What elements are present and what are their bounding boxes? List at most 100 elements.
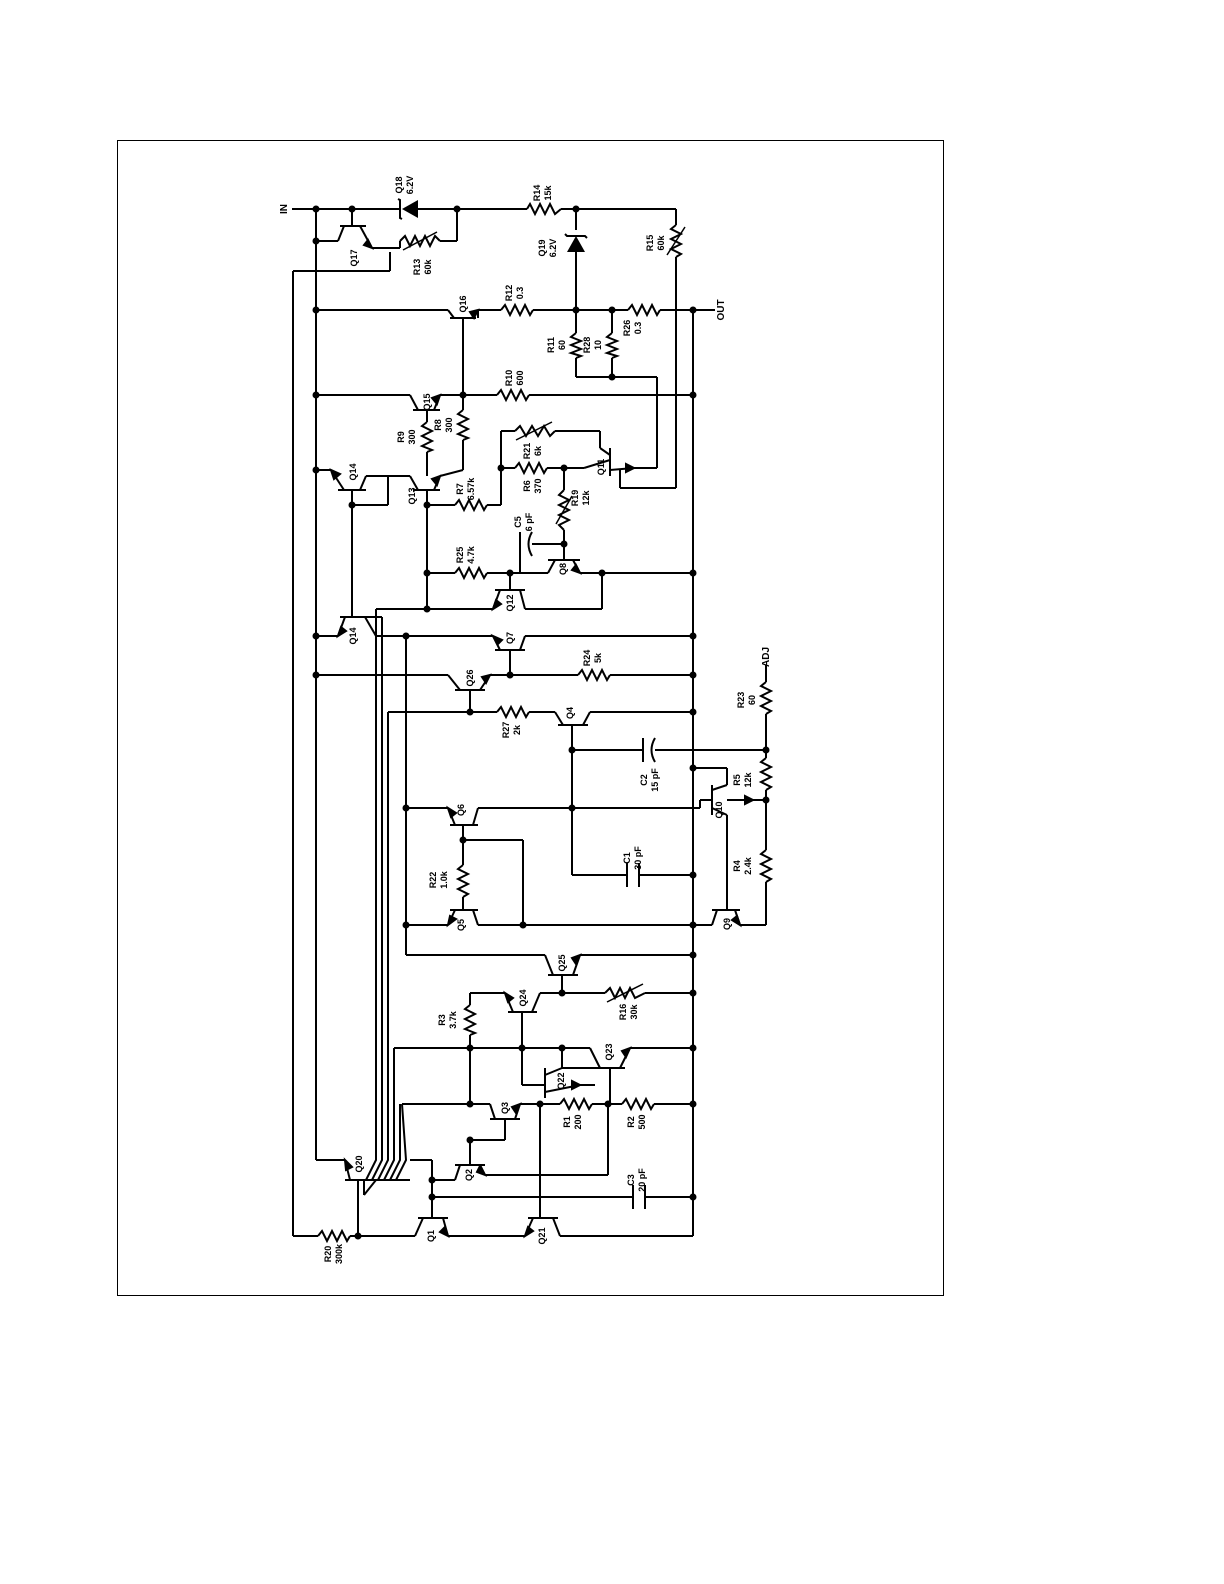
label-r21: R21 xyxy=(522,443,532,460)
transistor-q4 xyxy=(554,711,591,726)
transistor-q14-upper xyxy=(329,468,367,491)
label-q2: Q2 xyxy=(464,1169,474,1181)
value-r8: 300 xyxy=(444,417,454,432)
transistor-q22 xyxy=(544,1067,583,1098)
value-r16: 30k xyxy=(629,1004,639,1020)
value-r2: 500 xyxy=(637,1114,647,1129)
label-q8: Q8 xyxy=(558,563,568,575)
label-c2: C2 xyxy=(639,774,649,786)
value-r20: 300k xyxy=(334,1243,344,1264)
label-r11: R11 xyxy=(546,337,556,353)
resistor-r9 xyxy=(419,421,435,453)
resistor-r8 xyxy=(455,409,471,441)
resistor-r23 xyxy=(758,681,774,715)
transistor-q10 xyxy=(711,784,756,816)
transistor-q26 xyxy=(447,673,492,691)
label-r7: R7 xyxy=(455,483,465,495)
label-q5: Q5 xyxy=(456,919,466,931)
label-r23: R23 xyxy=(736,692,746,709)
resistor-r7 xyxy=(454,497,488,513)
label-q3: Q3 xyxy=(500,1102,510,1114)
pin-in-label: IN xyxy=(279,204,290,214)
transistor-q15 xyxy=(409,393,442,411)
label-r13: R13 xyxy=(412,259,422,276)
transistor-q25 xyxy=(544,953,582,976)
value-r5: 12k xyxy=(743,772,753,788)
transistor-q1 xyxy=(414,1217,450,1238)
transistor-q11 xyxy=(583,447,637,476)
label-r22: R22 xyxy=(428,872,438,889)
transistor-q14-lower xyxy=(336,616,377,639)
label-q19: Q19 xyxy=(537,239,547,256)
label-r6: R6 xyxy=(522,480,532,492)
pin-adj-label: ADJ xyxy=(761,647,772,667)
resistor-r19 xyxy=(556,489,572,531)
resistor-r27 xyxy=(496,704,530,720)
label-q11: Q11 xyxy=(596,459,606,476)
resistor-r10 xyxy=(496,387,530,403)
transistor-q21 xyxy=(523,1217,561,1239)
resistor-r5 xyxy=(758,757,774,791)
component-labels: Q17 Q16 Q15 Q14 Q13 Q11 Q8 Q12 Q14 Q7 Q2… xyxy=(323,176,757,1264)
value-r19: 12k xyxy=(581,490,591,506)
label-q7: Q7 xyxy=(505,632,515,644)
value-r22: 1.0k xyxy=(439,870,449,889)
transistor-q16 xyxy=(447,308,480,332)
transistor-q23 xyxy=(589,1046,632,1069)
pin-out-label: OUT xyxy=(716,299,727,320)
label-r25: R25 xyxy=(455,547,465,564)
label-r20: R20 xyxy=(323,1246,333,1263)
label-q12: Q12 xyxy=(505,594,515,611)
label-q25: Q25 xyxy=(557,954,567,971)
resistor-r24 xyxy=(577,667,611,683)
value-r24: 5k xyxy=(593,652,603,663)
label-r2: R2 xyxy=(626,1116,636,1128)
resistor-r16 xyxy=(604,985,646,1001)
label-q23: Q23 xyxy=(604,1043,614,1060)
label-r19: R19 xyxy=(570,490,580,507)
label-r5: R5 xyxy=(732,774,742,786)
value-q19: 6.2V xyxy=(548,239,558,258)
value-r1: 200 xyxy=(573,1114,583,1129)
label-c5: C5 xyxy=(513,516,523,528)
value-c5: 6 pF xyxy=(524,512,534,531)
zener-q19 xyxy=(564,233,588,252)
label-q10: Q10 xyxy=(714,801,724,818)
label-r10: R10 xyxy=(504,370,514,387)
value-c1: 30 pF xyxy=(633,846,643,870)
label-r4: R4 xyxy=(732,860,742,872)
transistor-q17 xyxy=(337,225,375,250)
value-r27: 2k xyxy=(512,724,522,735)
label-r16: R16 xyxy=(618,1004,628,1021)
value-r12: 0.3 xyxy=(515,287,525,300)
transistor-q6 xyxy=(446,805,479,826)
label-q22: Q22 xyxy=(556,1072,566,1089)
label-r14: R14 xyxy=(532,185,542,202)
resistor-r25 xyxy=(454,565,488,581)
zener-q18 xyxy=(397,198,418,220)
value-r9: 300 xyxy=(407,429,417,444)
label-r9: R9 xyxy=(396,431,406,443)
label-r1: R1 xyxy=(562,1116,572,1128)
value-r13: 60k xyxy=(423,259,433,275)
transistor-q7 xyxy=(490,633,526,651)
transistor-q5 xyxy=(446,909,479,928)
label-q9: Q9 xyxy=(722,918,732,930)
value-r14: 15k xyxy=(543,185,553,201)
resistor-r2 xyxy=(621,1096,655,1112)
label-q21: Q21 xyxy=(537,1227,547,1244)
label-q14-upper: Q14 xyxy=(348,463,358,480)
value-r3: 3.7k xyxy=(448,1010,458,1029)
label-q14-lower: Q14 xyxy=(348,627,358,644)
resistor-r4 xyxy=(758,849,774,883)
label-r3: R3 xyxy=(437,1014,447,1026)
value-r7: 6.57k xyxy=(466,477,476,501)
resistor-r3 xyxy=(462,1004,478,1036)
value-c3: 20 pF xyxy=(637,1168,647,1192)
value-r23: 60 xyxy=(747,695,757,705)
transistor-q20 xyxy=(343,1157,410,1181)
capacitor-symbols xyxy=(519,531,656,1209)
resistor-r14 xyxy=(526,201,562,217)
label-q26: Q26 xyxy=(465,669,475,686)
transistor-q24 xyxy=(503,990,541,1013)
